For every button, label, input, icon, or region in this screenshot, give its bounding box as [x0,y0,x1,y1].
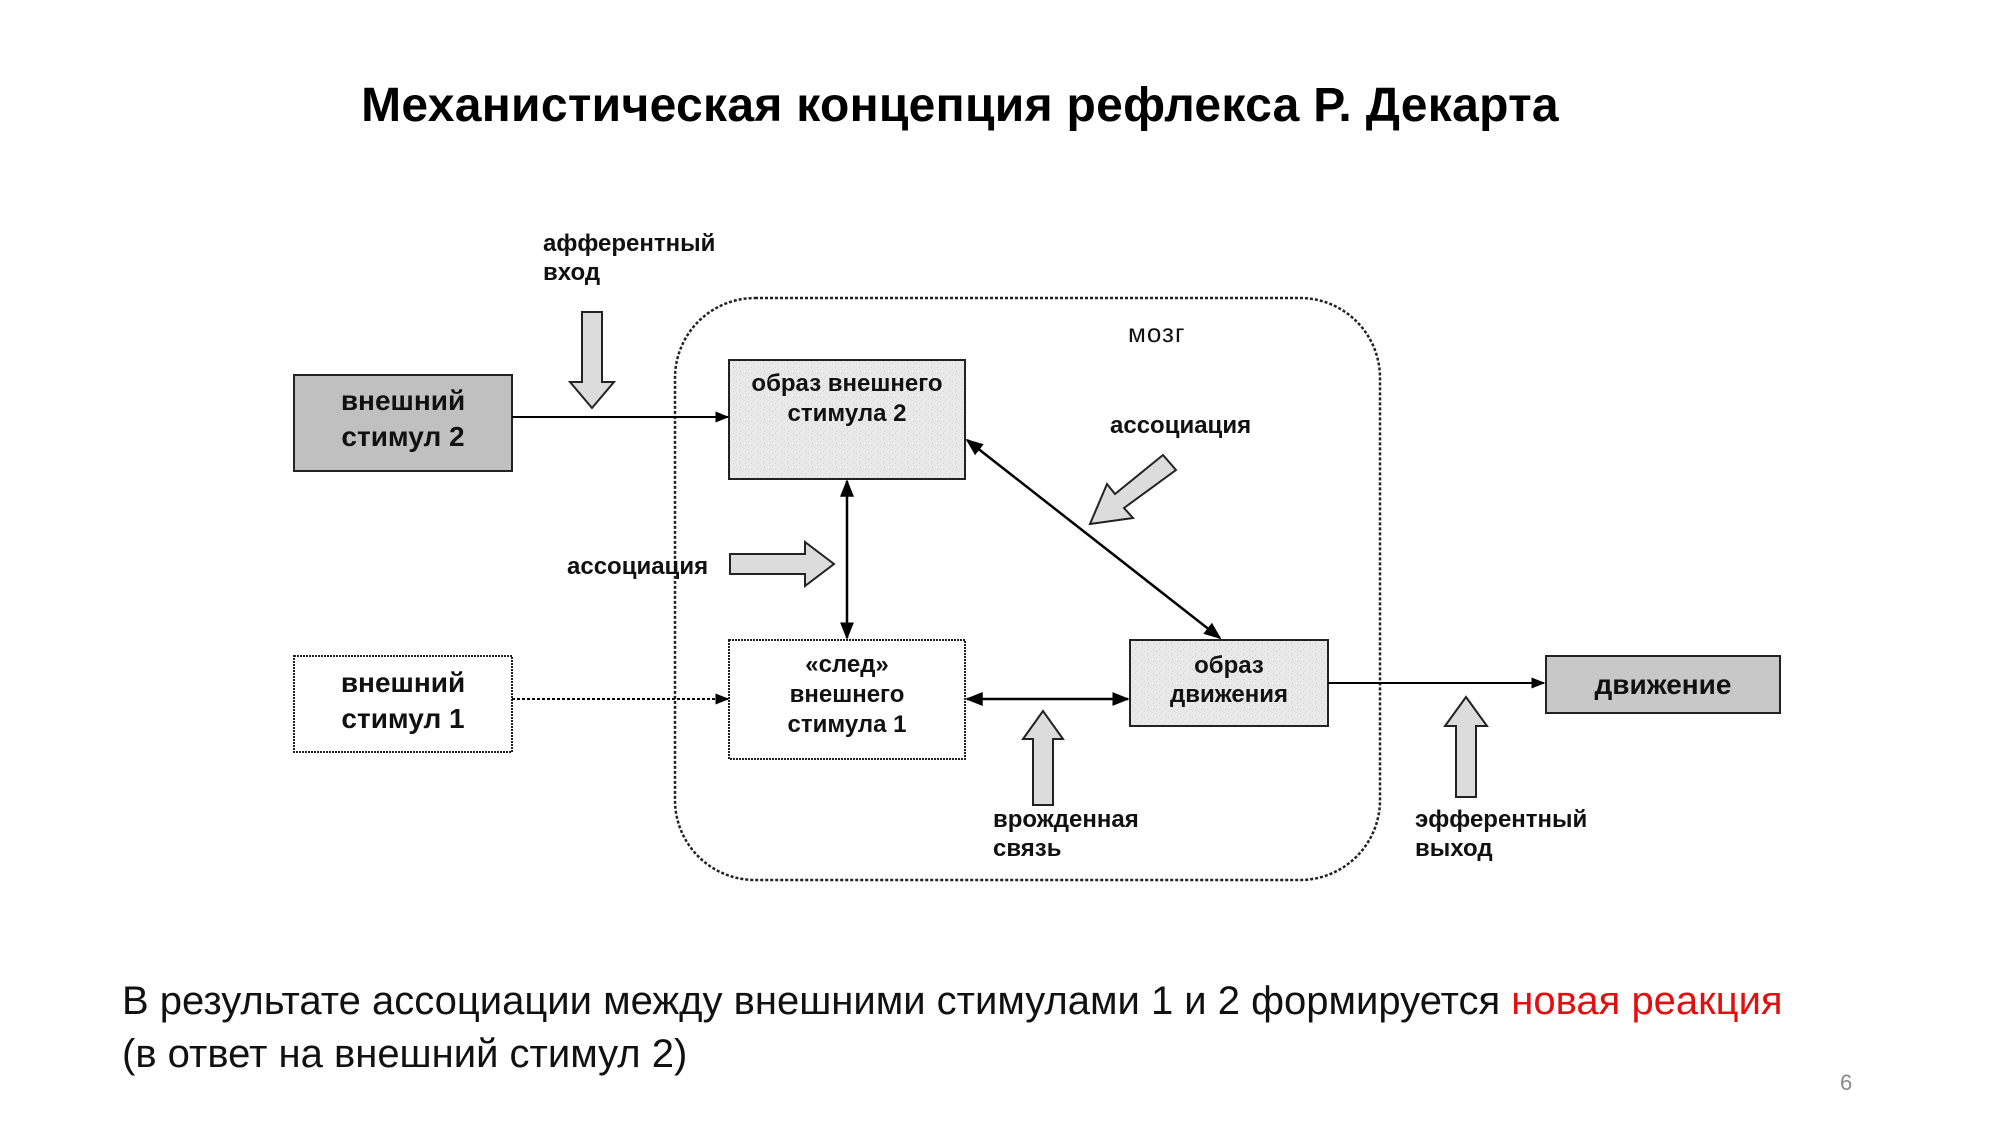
innate-connection-block-arrow [1021,709,1065,806]
stimulus-2-box: внешний стимул 2 [293,374,513,472]
movement-label: движение [1595,669,1732,700]
association-left-block-arrow [729,539,836,589]
image-movement-line1: образ [1194,652,1264,679]
image-movement-association-arrow [965,438,1222,640]
image-movement-box: образ движения [1129,639,1329,727]
trace-stimulus-1-line2: внешнего [790,681,905,708]
afferent-label-line1: афферентный [543,230,715,257]
conclusion-line1: В результате ассоциации между внешними с… [122,975,1982,1028]
innate-label-line2: связь [993,835,1061,862]
image-stimulus-2-line2: стимула 2 [788,400,907,427]
afferent-label-line2: вход [543,259,600,286]
brain-region [673,296,1382,882]
stimulus-1-box: внешний стимул 1 [293,655,513,753]
movement-box: движение [1545,655,1781,714]
conclusion-line1-text: В результате ассоциации между внешними с… [122,979,1512,1023]
stimulus-1-line1: внешний [341,667,465,698]
image-stimulus-2-box: образ внешнего стимула 2 [728,359,966,480]
association-left-label: ассоциация [567,553,708,580]
association-top-block-arrow [1088,453,1178,526]
page-number: 6 [1840,1070,1853,1095]
brain-label: мозг [1128,318,1185,348]
conclusion-line2: (в ответ на внешний стимул 2) [122,1032,688,1076]
trace-stimulus-1-line1: «след» [805,651,889,678]
page-title: Механистическая концепция рефлекса Р. Де… [361,79,1559,132]
stimulus-1-line2: стимул 1 [341,703,464,734]
conclusion-text: В результате ассоциации между внешними с… [122,975,1982,1081]
afferent-input-block-arrow [567,311,617,410]
new-reaction-highlight: новая реакция [1511,979,1783,1023]
association-top-label: ассоциация [1110,412,1251,439]
image-movement-line2: движения [1170,681,1288,708]
image-stimulus-2-line1: образ внешнего [751,370,942,397]
efferent-output-block-arrow [1443,695,1489,798]
innate-label-line1: врожденная [993,806,1139,833]
efferent-label-line1: эфферентный [1415,806,1587,833]
efferent-label-line2: выход [1415,835,1493,862]
stimulus-2-line1: внешний [341,385,465,416]
trace-stimulus-1-box: «след» внешнего стимула 1 [728,639,966,760]
trace-stimulus-1-line3: стимула 1 [788,711,907,738]
stimulus-2-line2: стимул 2 [341,421,464,452]
